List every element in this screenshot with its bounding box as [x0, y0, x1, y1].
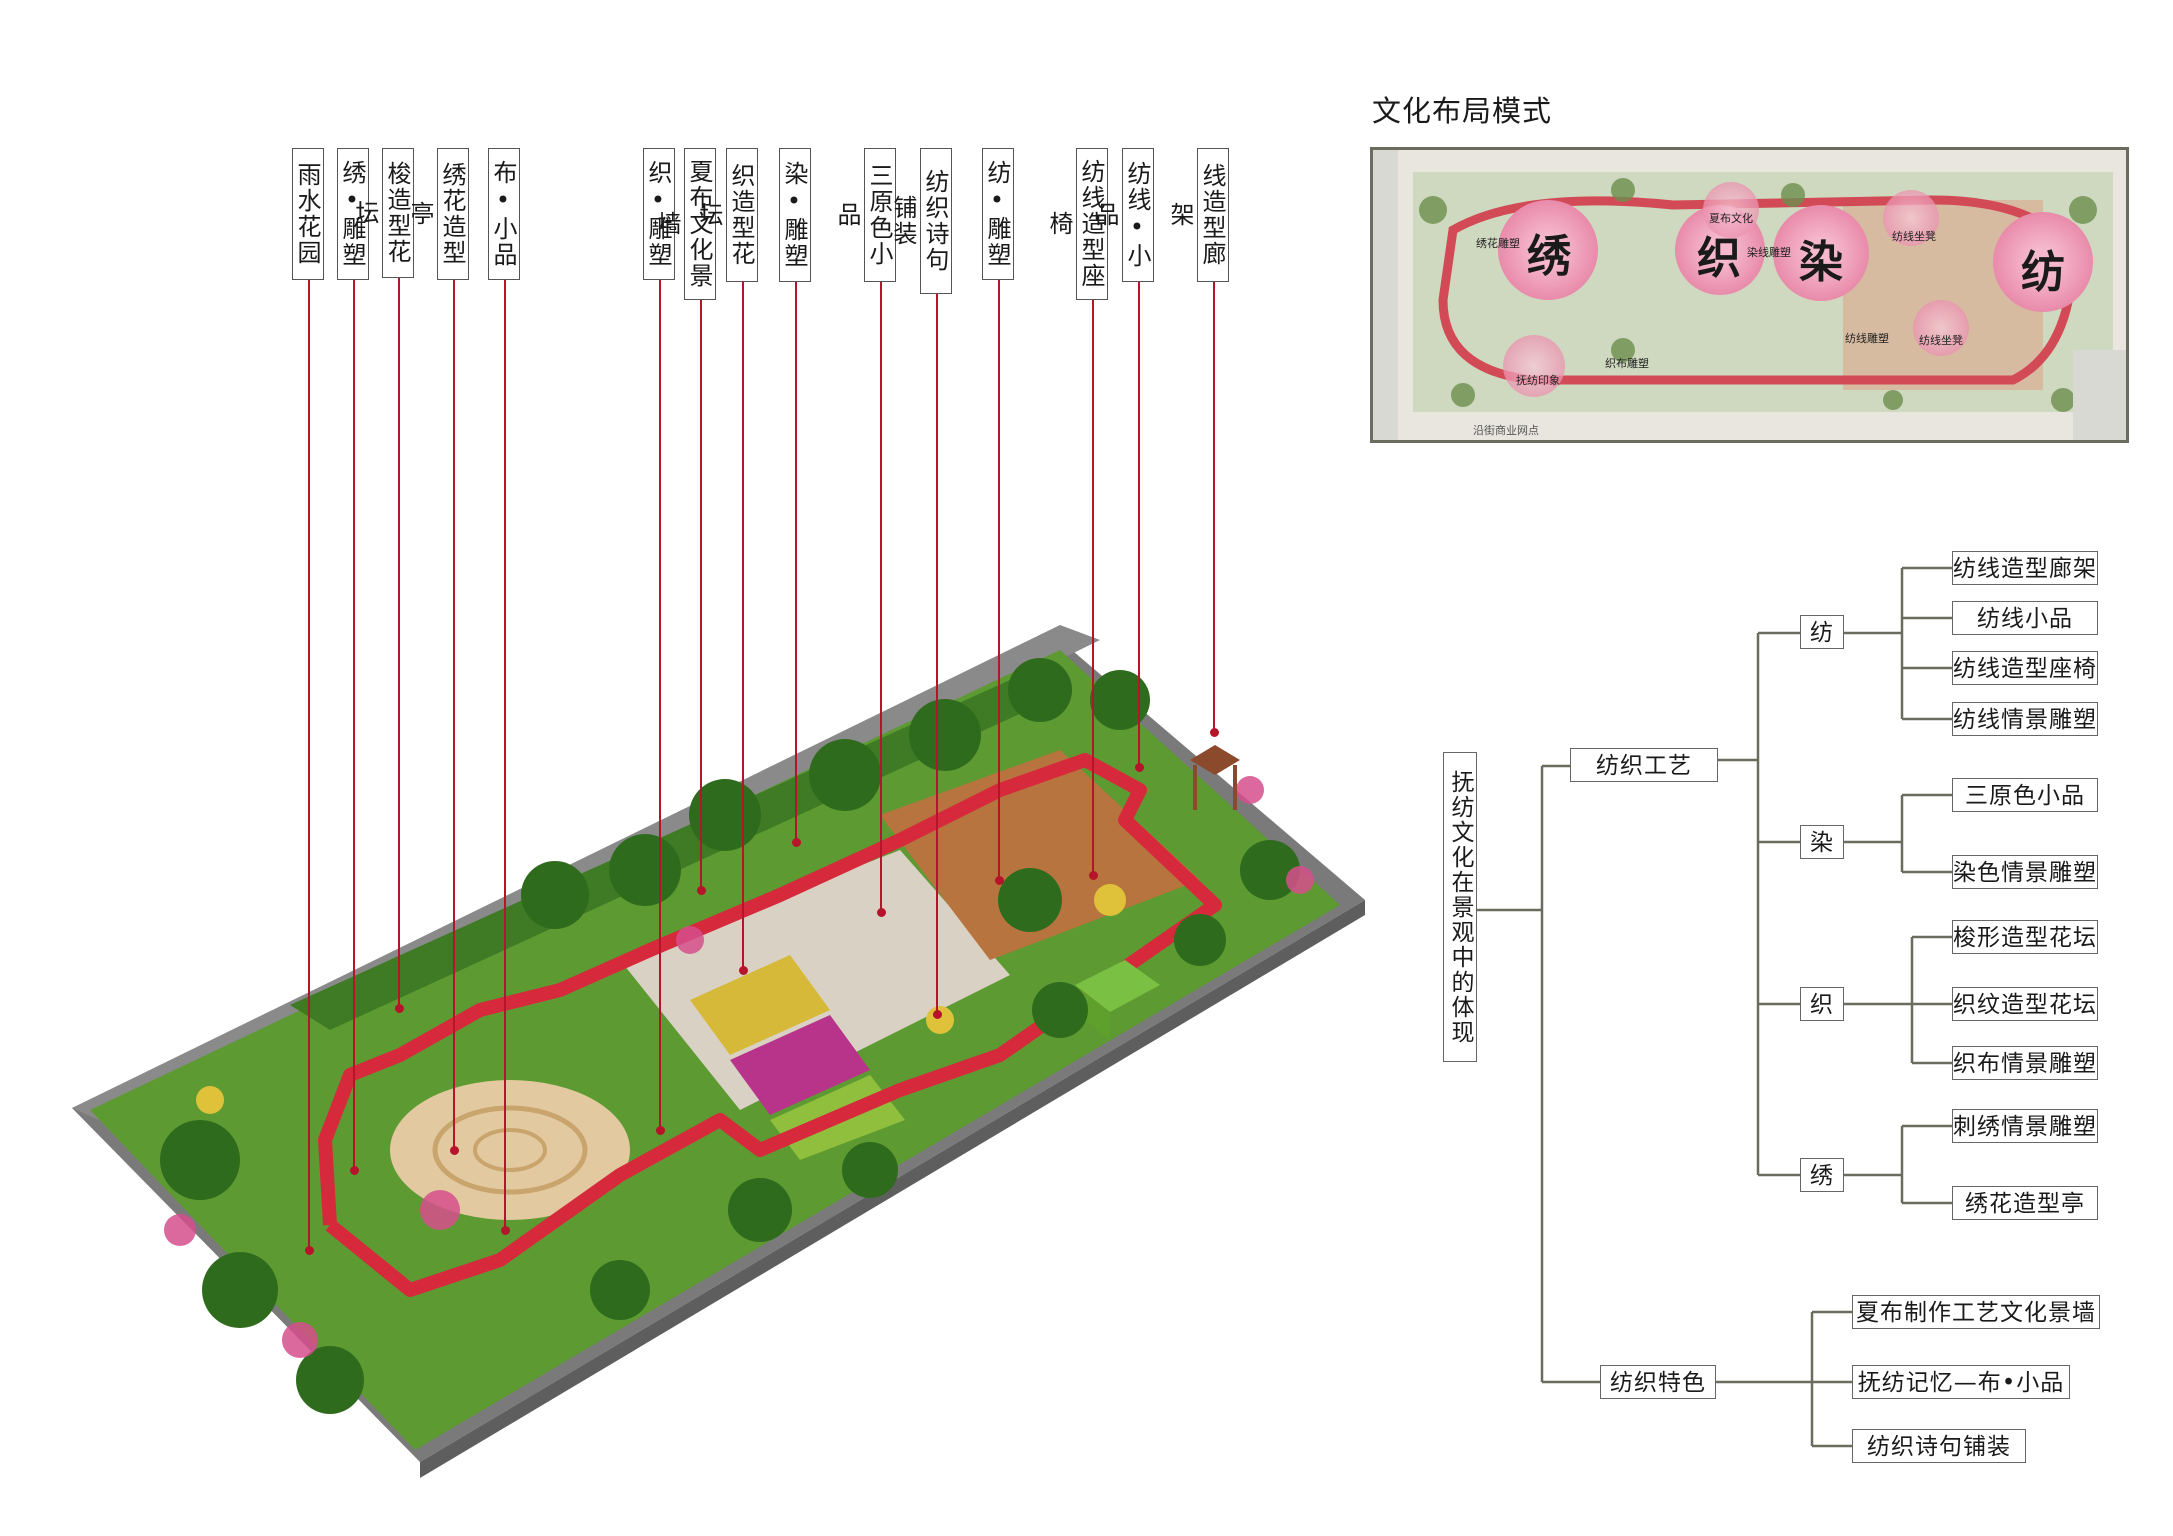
- tree-branch: 纺织特色: [1600, 1365, 1716, 1399]
- tree-leaf: 纺线情景雕塑: [1952, 702, 2098, 736]
- tree-leaf: 绣花造型亭: [1952, 1186, 2098, 1220]
- tree-subbranch: 绣: [1800, 1158, 1844, 1192]
- inset-tag: 纺线坐凳: [1892, 230, 1936, 243]
- leader-line: [700, 300, 702, 890]
- hotspot-ring: [1703, 182, 1759, 238]
- zone-label: 染: [1799, 237, 1843, 288]
- zone-ring-xiu: [1498, 200, 1598, 300]
- aerial-view-illustration: [72, 625, 1365, 1478]
- leader-dot: [932, 1010, 942, 1019]
- leader-dot: [876, 908, 886, 917]
- hotspot-ring: [1883, 190, 1939, 246]
- tree-leaf: 梭形造型花坛: [1952, 920, 2098, 954]
- zone-ring-fang: [1993, 212, 2093, 312]
- tree-leaf: 夏布制作工艺文化景墙: [1852, 1295, 2100, 1329]
- cultural-layout-inset: 绣 织 染 纺 夏布文化 绣花雕塑 染线雕塑 纺线坐凳 纺线雕塑 纺线坐凳 抚纺…: [1370, 147, 2129, 443]
- leader-line: [1138, 282, 1140, 767]
- callout-label: 织•雕塑: [643, 148, 675, 280]
- callout-label: 纺线造型座椅: [1045, 148, 1108, 300]
- leader-line: [453, 280, 455, 1150]
- leader-dot: [696, 886, 706, 895]
- callout-label: 织造型花坛: [695, 148, 758, 282]
- inset-title: 文化布局模式: [1372, 94, 1553, 128]
- tree-root: 抚纺文化在景观中的体现: [1443, 752, 1477, 1062]
- leader-line: [936, 294, 938, 1014]
- leader-dot: [1088, 871, 1098, 880]
- tree-leaf: 染色情景雕塑: [1952, 855, 2098, 889]
- tree-leaf: 织纹造型花坛: [1952, 987, 2098, 1021]
- leader-dot: [738, 966, 748, 975]
- tree-leaf: 纺线造型廊架: [1952, 551, 2098, 585]
- inset-tag: 纺线坐凳: [1919, 334, 1963, 347]
- leader-dot: [349, 1166, 359, 1175]
- callout-label: 夏布文化景墙: [653, 148, 716, 300]
- tree-leaf: 刺绣情景雕塑: [1952, 1109, 2098, 1143]
- inset-tag: 织布雕塑: [1605, 357, 1649, 370]
- callout-label: 纺织诗句铺装: [889, 148, 952, 294]
- zone-label: 纺: [2021, 247, 2065, 298]
- callout-label: 梭造型花坛: [351, 148, 414, 278]
- inset-tag: 绣花雕塑: [1476, 237, 1520, 250]
- leader-line: [504, 280, 506, 1230]
- tree-leaf: 纺织诗句铺装: [1852, 1429, 2026, 1463]
- tree-branch: 纺织工艺: [1570, 748, 1718, 782]
- callout-label: 绣花造型亭: [406, 148, 469, 280]
- tree-subbranch: 织: [1800, 987, 1844, 1021]
- callout-label: 三原色小品: [833, 148, 896, 282]
- leader-line: [742, 282, 744, 972]
- leader-line: [1092, 300, 1094, 875]
- hotspot-ring: [1913, 300, 1969, 356]
- leader-line: [353, 280, 355, 1170]
- inset-caption: 沿街商业网点: [1473, 424, 1539, 437]
- callout-label: 纺•雕塑: [982, 148, 1014, 280]
- zone-label: 织: [1697, 233, 1741, 284]
- leader-line: [398, 278, 400, 1008]
- leader-line: [998, 280, 1000, 880]
- leader-dot: [655, 1126, 665, 1135]
- leader-line: [880, 282, 882, 912]
- inset-tag: 纺线雕塑: [1845, 332, 1889, 345]
- tree-subbranch: 纺: [1800, 615, 1844, 649]
- callout-label: 绣•雕塑: [337, 148, 369, 280]
- leader-dot: [994, 876, 1004, 885]
- tree-leaf: 抚纺记忆—布•小品: [1852, 1365, 2070, 1399]
- tree-leaf: 纺线小品: [1952, 601, 2098, 635]
- inset-site-plan: [1373, 150, 2126, 440]
- inset-tag: 染线雕塑: [1747, 246, 1791, 259]
- callout-label: 布•小品: [488, 148, 520, 280]
- tree-leaf: 三原色小品: [1952, 778, 2098, 812]
- leader-line: [659, 280, 661, 1130]
- callout-label: 雨水花园: [292, 148, 324, 280]
- callout-label: 纺线•小品: [1091, 148, 1154, 282]
- tree-leaf: 织布情景雕塑: [1952, 1046, 2098, 1080]
- zone-label: 绣: [1527, 231, 1571, 282]
- leader-dot: [449, 1146, 459, 1155]
- hotspot-ring: [1503, 335, 1565, 397]
- inset-tag: 夏布文化: [1709, 212, 1753, 225]
- leader-dot: [791, 838, 801, 847]
- tree-subbranch: 染: [1800, 825, 1844, 859]
- tree-leaf: 纺线造型座椅: [1952, 651, 2098, 685]
- leader-dot: [394, 1004, 404, 1013]
- leader-dot: [500, 1226, 510, 1235]
- leader-line: [795, 282, 797, 842]
- leader-line: [1213, 282, 1215, 732]
- leader-dot: [304, 1246, 314, 1255]
- callout-label: 染•雕塑: [779, 148, 811, 282]
- callout-label: 线造型廊架: [1166, 148, 1229, 282]
- inset-tag: 抚纺印象: [1516, 374, 1560, 387]
- leader-dot: [1209, 728, 1219, 737]
- zone-ring-ran: [1773, 205, 1869, 301]
- leader-line: [308, 280, 310, 1250]
- leader-dot: [1134, 763, 1144, 772]
